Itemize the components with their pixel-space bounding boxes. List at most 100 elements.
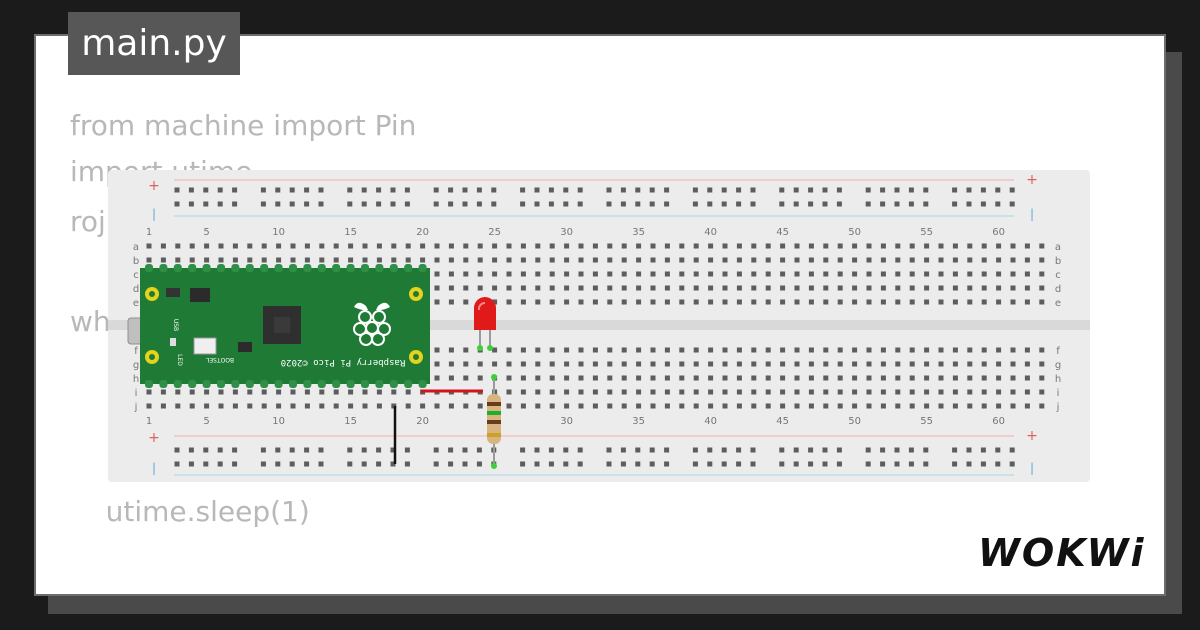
breadboard-hole[interactable] xyxy=(981,347,987,353)
breadboard-hole[interactable] xyxy=(606,461,612,467)
breadboard-hole[interactable] xyxy=(693,389,699,395)
breadboard-hole[interactable] xyxy=(448,187,454,193)
breadboard-hole[interactable] xyxy=(650,285,656,291)
breadboard-hole[interactable] xyxy=(808,187,814,193)
breadboard-hole[interactable] xyxy=(348,389,354,395)
breadboard-hole[interactable] xyxy=(606,201,612,207)
breadboard-hole[interactable] xyxy=(404,187,410,193)
breadboard-hole[interactable] xyxy=(535,389,541,395)
breadboard-hole[interactable] xyxy=(276,243,282,249)
breadboard-hole[interactable] xyxy=(333,403,339,409)
breadboard-hole[interactable] xyxy=(549,271,555,277)
breadboard-hole[interactable] xyxy=(808,403,814,409)
breadboard-hole[interactable] xyxy=(794,361,800,367)
breadboard-hole[interactable] xyxy=(649,187,655,193)
breadboard-hole[interactable] xyxy=(808,257,814,263)
breadboard-hole[interactable] xyxy=(865,201,871,207)
breadboard-hole[interactable] xyxy=(448,447,454,453)
breadboard-hole[interactable] xyxy=(1024,271,1030,277)
breadboard-hole[interactable] xyxy=(780,285,786,291)
breadboard-hole[interactable] xyxy=(578,285,584,291)
breadboard-hole[interactable] xyxy=(780,361,786,367)
breadboard-hole[interactable] xyxy=(780,271,786,277)
breadboard-hole[interactable] xyxy=(607,257,613,263)
breadboard-hole[interactable] xyxy=(852,257,858,263)
breadboard-hole[interactable] xyxy=(866,299,872,305)
breadboard-hole[interactable] xyxy=(520,461,526,467)
breadboard-hole[interactable] xyxy=(304,447,310,453)
breadboard-hole[interactable] xyxy=(995,187,1001,193)
breadboard-hole[interactable] xyxy=(721,461,727,467)
breadboard-hole[interactable] xyxy=(866,257,872,263)
breadboard-hole[interactable] xyxy=(276,389,282,395)
breadboard-hole[interactable] xyxy=(967,375,973,381)
breadboard-hole[interactable] xyxy=(636,299,642,305)
breadboard-hole[interactable] xyxy=(204,403,210,409)
breadboard-hole[interactable] xyxy=(895,243,901,249)
breadboard-hole[interactable] xyxy=(304,243,310,249)
breadboard-hole[interactable] xyxy=(260,461,266,467)
breadboard-hole[interactable] xyxy=(866,271,872,277)
breadboard-hole[interactable] xyxy=(780,375,786,381)
breadboard-hole[interactable] xyxy=(1024,243,1030,249)
breadboard-hole[interactable] xyxy=(736,347,742,353)
breadboard-hole[interactable] xyxy=(794,403,800,409)
breadboard-hole[interactable] xyxy=(1010,257,1016,263)
breadboard-hole[interactable] xyxy=(578,361,584,367)
breadboard-hole[interactable] xyxy=(823,347,829,353)
breadboard-hole[interactable] xyxy=(420,403,426,409)
breadboard-hole[interactable] xyxy=(549,347,555,353)
breadboard-hole[interactable] xyxy=(649,447,655,453)
breadboard-hole[interactable] xyxy=(981,271,987,277)
breadboard-hole[interactable] xyxy=(404,447,410,453)
breadboard-hole[interactable] xyxy=(894,187,900,193)
breadboard-hole[interactable] xyxy=(923,447,929,453)
breadboard-hole[interactable] xyxy=(636,271,642,277)
breadboard-hole[interactable] xyxy=(981,361,987,367)
breadboard-hole[interactable] xyxy=(924,271,930,277)
breadboard-hole[interactable] xyxy=(765,361,771,367)
breadboard-hole[interactable] xyxy=(679,257,685,263)
breadboard-hole[interactable] xyxy=(175,403,181,409)
breadboard-hole[interactable] xyxy=(708,389,714,395)
breadboard-hole[interactable] xyxy=(1010,361,1016,367)
breadboard-hole[interactable] xyxy=(636,361,642,367)
breadboard-hole[interactable] xyxy=(852,389,858,395)
breadboard-hole[interactable] xyxy=(607,347,613,353)
breadboard-hole[interactable] xyxy=(563,461,569,467)
breadboard-hole[interactable] xyxy=(808,389,814,395)
breadboard-hole[interactable] xyxy=(736,461,742,467)
breadboard-hole[interactable] xyxy=(491,201,497,207)
breadboard-hole[interactable] xyxy=(1010,271,1016,277)
breadboard-hole[interactable] xyxy=(736,299,742,305)
breadboard-hole[interactable] xyxy=(895,285,901,291)
breadboard-hole[interactable] xyxy=(880,403,886,409)
breadboard-hole[interactable] xyxy=(534,201,540,207)
breadboard-hole[interactable] xyxy=(708,375,714,381)
breadboard-hole[interactable] xyxy=(391,257,397,263)
breadboard-hole[interactable] xyxy=(477,375,483,381)
breadboard-hole[interactable] xyxy=(563,201,569,207)
breadboard-hole[interactable] xyxy=(433,187,439,193)
breadboard-hole[interactable] xyxy=(837,375,843,381)
breadboard-hole[interactable] xyxy=(823,271,829,277)
breadboard-hole[interactable] xyxy=(808,243,814,249)
breadboard-hole[interactable] xyxy=(1039,243,1045,249)
breadboard-hole[interactable] xyxy=(261,389,267,395)
breadboard-hole[interactable] xyxy=(160,243,166,249)
breadboard-hole[interactable] xyxy=(548,461,554,467)
breadboard-hole[interactable] xyxy=(462,447,468,453)
breadboard-hole[interactable] xyxy=(592,403,598,409)
breadboard-hole[interactable] xyxy=(837,271,843,277)
breadboard-hole[interactable] xyxy=(909,361,915,367)
breadboard-hole[interactable] xyxy=(952,403,958,409)
breadboard-hole[interactable] xyxy=(218,243,224,249)
breadboard-hole[interactable] xyxy=(476,201,482,207)
breadboard-hole[interactable] xyxy=(434,257,440,263)
breadboard-hole[interactable] xyxy=(491,187,497,193)
breadboard-hole[interactable] xyxy=(794,243,800,249)
breadboard-hole[interactable] xyxy=(664,257,670,263)
breadboard-hole[interactable] xyxy=(664,361,670,367)
breadboard-hole[interactable] xyxy=(822,187,828,193)
breadboard-hole[interactable] xyxy=(621,403,627,409)
